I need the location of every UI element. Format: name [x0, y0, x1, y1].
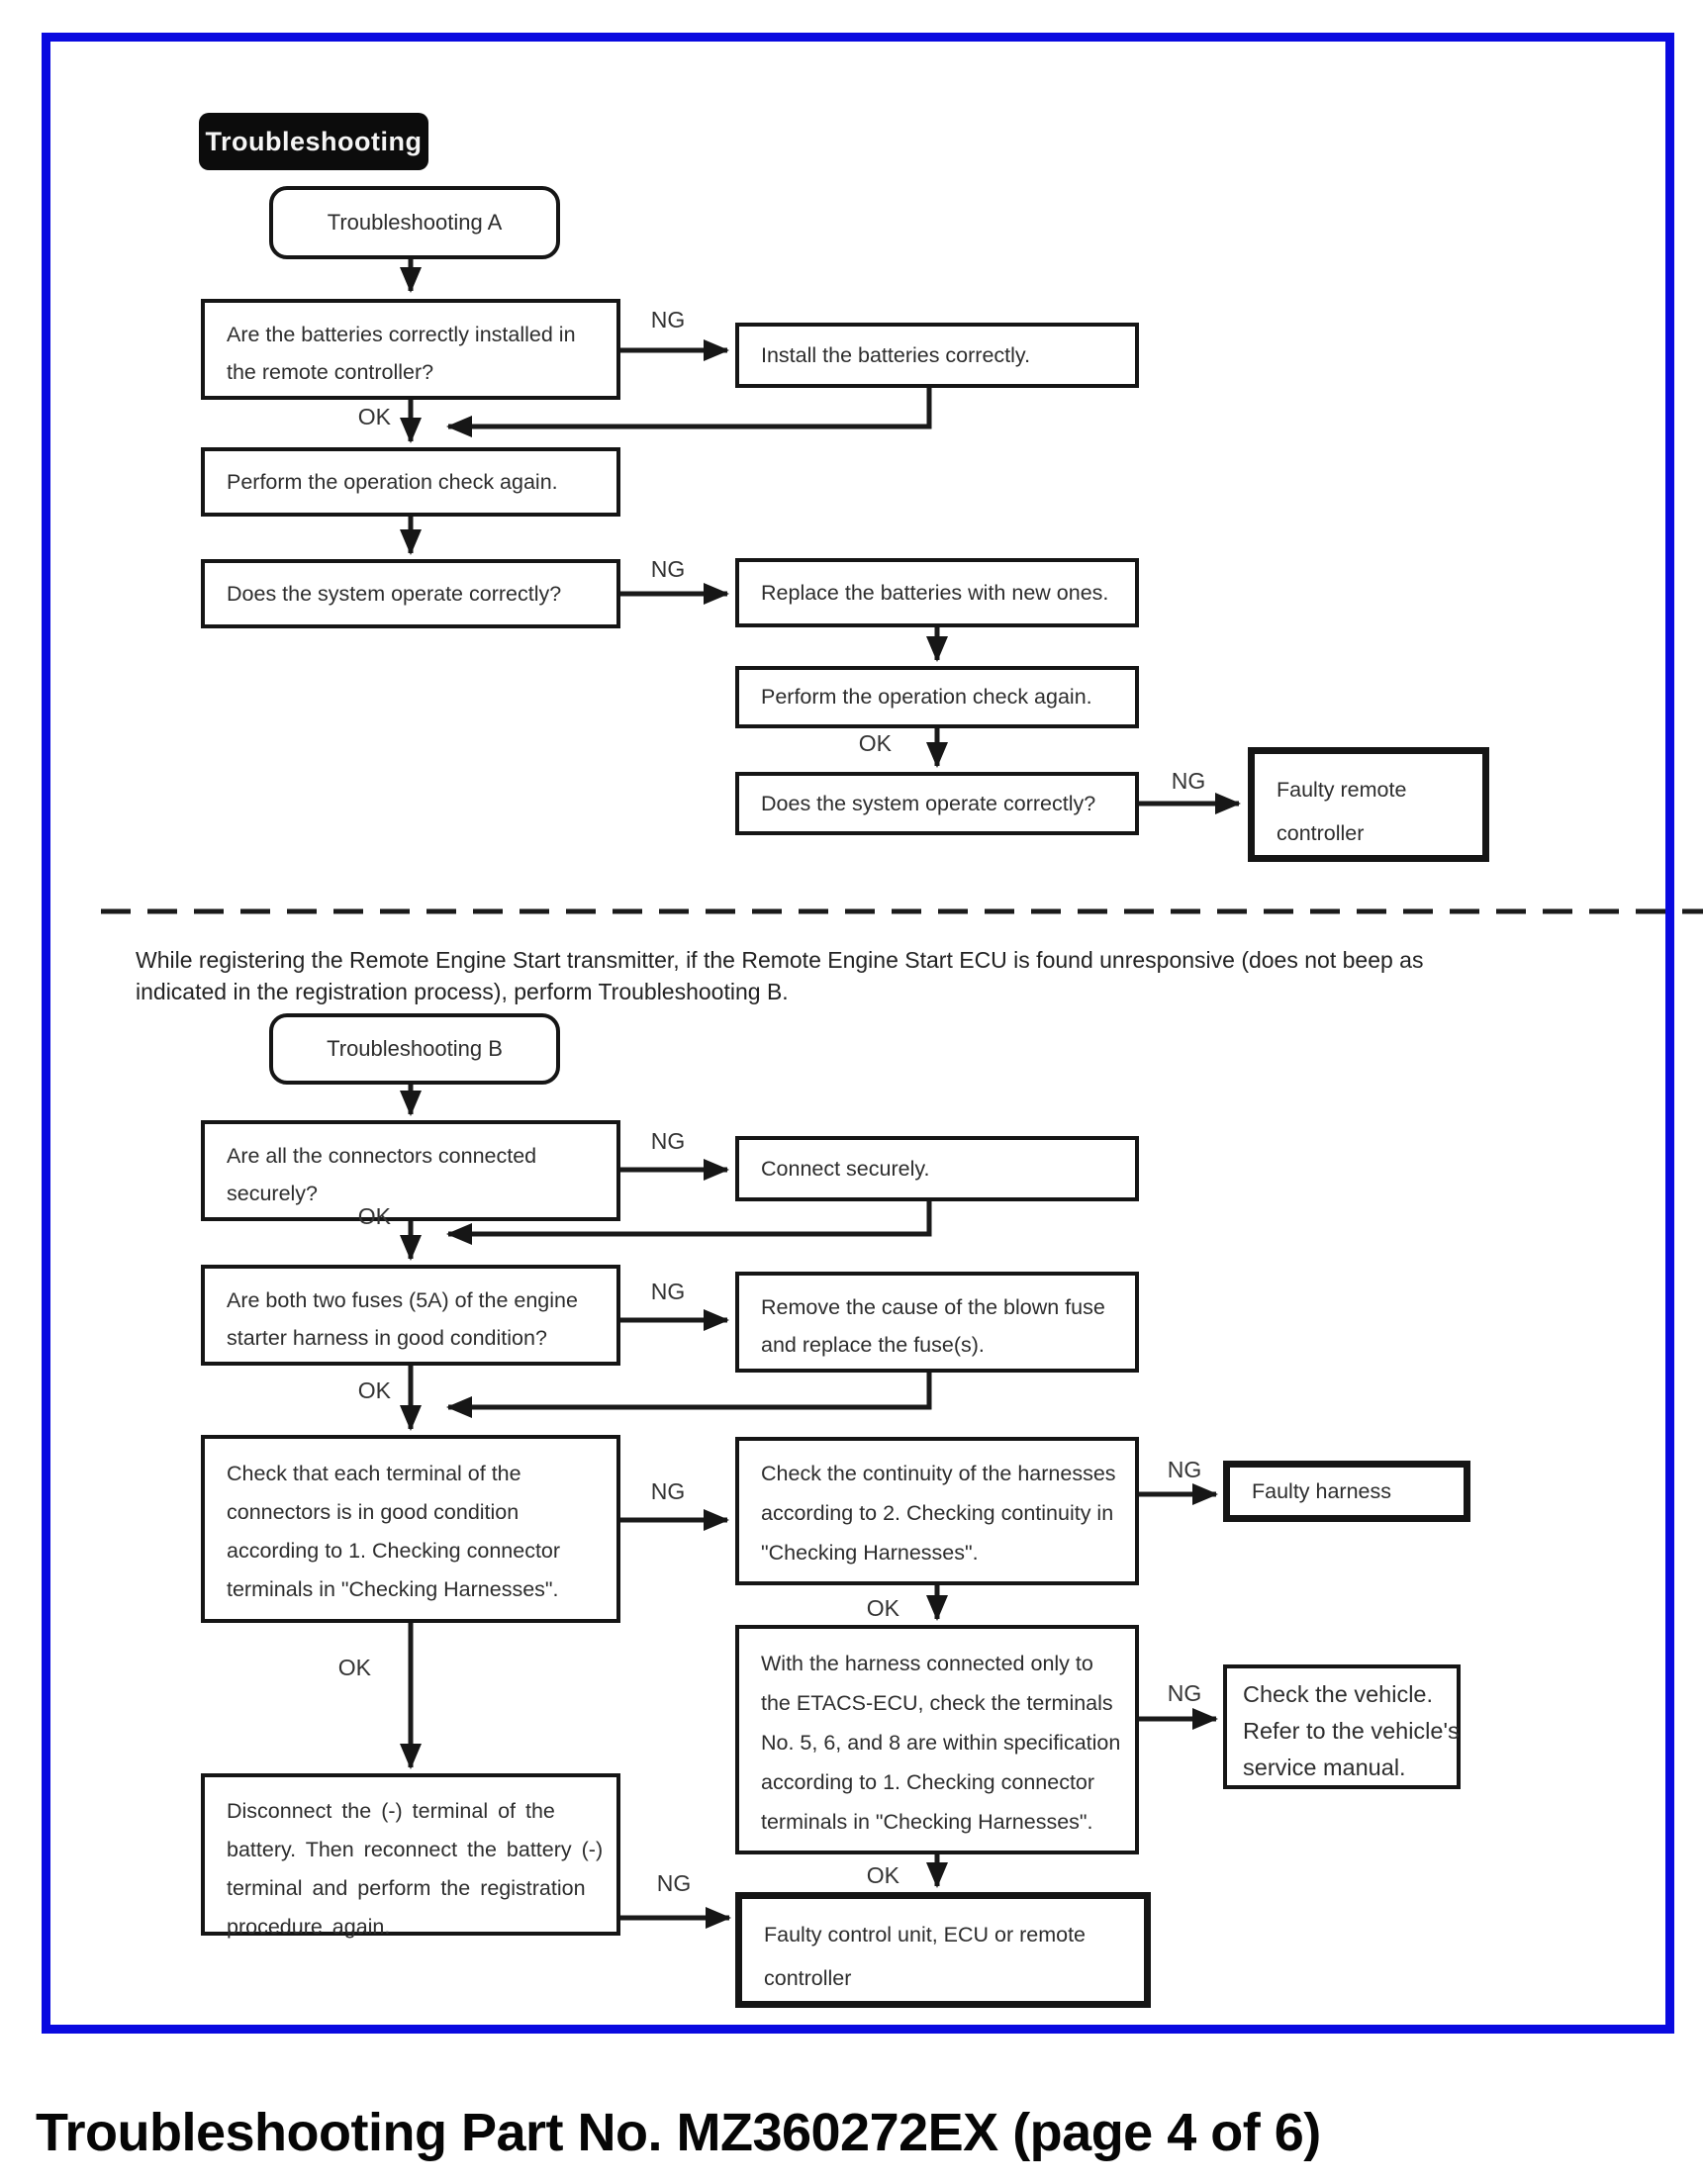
node-label: Install the batteries correctly. — [761, 342, 1031, 367]
node-result-check-vehicle: Check the vehicle. Refer to the vehicle'… — [1223, 1664, 1461, 1789]
edge-label-ng-8: NG — [1167, 1680, 1202, 1706]
troubleshooting-header-chip: Troubleshooting — [199, 113, 428, 170]
edge-label-ok-2: OK — [858, 730, 892, 756]
node-result-faulty-remote-controller: Faulty remote controller — [1248, 747, 1489, 862]
node-check-continuity: Check the continuity of the harnesses ac… — [735, 1437, 1139, 1585]
edge-label-ng-5: NG — [650, 1279, 686, 1304]
node-label: Does the system operate correctly? — [761, 791, 1096, 815]
node-line: the ETACS-ECU, check the terminals — [761, 1691, 1113, 1715]
node-question-fuses: Are both two fuses (5A) of the engine st… — [201, 1265, 620, 1366]
start-a-label: Troubleshooting A — [327, 210, 503, 235]
edge-label-ng-2: NG — [650, 556, 686, 582]
edge-label-ng-6: NG — [650, 1478, 686, 1504]
node-line: Refer to the vehicle's — [1243, 1718, 1460, 1744]
node-line: procedure again. — [227, 1915, 391, 1939]
node-line: according to 1. Checking connector — [227, 1539, 561, 1563]
edge-label-ng-3: NG — [1171, 768, 1206, 794]
page-caption: Troubleshooting Part No. MZ360272EX (pag… — [36, 2103, 1321, 2162]
edge-label-ng-9: NG — [656, 1870, 692, 1896]
node-line: controller — [764, 1966, 852, 1990]
edge-label-ok-7: OK — [866, 1862, 899, 1888]
node-line: Disconnect the (-) terminal of the — [227, 1799, 555, 1823]
node-operate-correctly-2: Does the system operate correctly? — [735, 772, 1139, 835]
node-label: Connect securely. — [761, 1156, 930, 1181]
node-line: terminals in "Checking Harnesses". — [227, 1577, 559, 1601]
start-b-label: Troubleshooting B — [327, 1036, 503, 1061]
node-etacs-terminal-check: With the harness connected only to the E… — [735, 1625, 1139, 1854]
node-line: service manual. — [1243, 1755, 1406, 1780]
node-line: Check that each terminal of the — [227, 1462, 521, 1485]
edge-label-ok-4: OK — [357, 1377, 391, 1403]
note-line: While registering the Remote Engine Star… — [136, 947, 1424, 973]
node-replace-batteries: Replace the batteries with new ones. — [735, 558, 1139, 627]
edge-label-ng-7: NG — [1167, 1457, 1202, 1482]
node-line: connectors is in good condition — [227, 1500, 520, 1524]
node-start-troubleshooting-a: Troubleshooting A — [269, 186, 560, 259]
node-line: Remove the cause of the blown fuse — [761, 1295, 1105, 1319]
node-line: Check the continuity of the harnesses — [761, 1462, 1116, 1485]
edge-label-ok-3: OK — [357, 1203, 391, 1229]
node-line: the remote controller? — [227, 360, 434, 384]
node-question-connectors: Are all the connectors connected securel… — [201, 1120, 620, 1221]
node-line: Faulty remote — [1277, 778, 1407, 802]
edge-label-ok-6: OK — [337, 1655, 371, 1680]
node-line: terminal and perform the registration — [227, 1876, 586, 1900]
node-line: Are the batteries correctly installed in — [227, 323, 576, 346]
section-b-note: While registering the Remote Engine Star… — [136, 944, 1679, 1007]
node-line: according to 1. Checking connector — [761, 1770, 1095, 1794]
node-label: Perform the operation check again. — [761, 685, 1092, 709]
node-line: controller — [1277, 821, 1365, 845]
node-label: Perform the operation check again. — [227, 469, 558, 494]
node-line: securely? — [227, 1182, 319, 1205]
node-result-faulty-control-unit: Faulty control unit, ECU or remote contr… — [735, 1892, 1151, 2008]
node-line: "Checking Harnesses". — [761, 1541, 979, 1565]
node-line: With the harness connected only to — [761, 1652, 1093, 1675]
node-check-again-1: Perform the operation check again. — [201, 447, 620, 517]
node-line: Are both two fuses (5A) of the engine — [227, 1288, 578, 1312]
node-operate-correctly-1: Does the system operate correctly? — [201, 559, 620, 628]
node-result-faulty-harness: Faulty harness — [1223, 1461, 1470, 1522]
node-line: and replace the fuse(s). — [761, 1333, 985, 1357]
node-check-connector-terminals: Check that each terminal of the connecto… — [201, 1435, 620, 1623]
node-line: Are all the connectors connected — [227, 1144, 537, 1168]
node-label: Does the system operate correctly? — [227, 581, 562, 606]
node-check-again-2: Perform the operation check again. — [735, 666, 1139, 728]
note-line: indicated in the registration process), … — [136, 979, 789, 1004]
node-install-batteries: Install the batteries correctly. — [735, 323, 1139, 388]
node-line: terminals in "Checking Harnesses". — [761, 1810, 1093, 1834]
node-line: according to 2. Checking continuity in — [761, 1501, 1114, 1525]
edge-label-ng-4: NG — [650, 1128, 686, 1154]
node-line: Check the vehicle. — [1243, 1681, 1434, 1707]
flowchart-frame: Troubleshooting Troubleshooting A Are th… — [42, 33, 1703, 2034]
node-line: No. 5, 6, and 8 are within specification — [761, 1731, 1121, 1755]
node-connect-securely: Connect securely. — [735, 1136, 1139, 1201]
node-question-batteries-installed: Are the batteries correctly installed in… — [201, 299, 620, 400]
node-battery-reset-procedure: Disconnect the (-) terminal of the batte… — [201, 1773, 620, 1939]
node-label: Replace the batteries with new ones. — [761, 580, 1109, 605]
node-line: Faulty control unit, ECU or remote — [764, 1923, 1087, 1947]
node-label: Faulty harness — [1252, 1478, 1392, 1503]
edge-label-ok-1: OK — [357, 404, 391, 429]
edge-label-ok-5: OK — [866, 1595, 899, 1621]
troubleshooting-header-label: Troubleshooting — [205, 126, 423, 156]
node-remove-blown-fuse: Remove the cause of the blown fuse and r… — [735, 1272, 1139, 1373]
node-start-troubleshooting-b: Troubleshooting B — [269, 1013, 560, 1085]
node-line: starter harness in good condition? — [227, 1326, 547, 1350]
edge-label-ng-1: NG — [650, 307, 686, 332]
node-line: battery. Then reconnect the battery (-) — [227, 1838, 604, 1861]
edge-return-fuse-fix-to-mainline — [446, 1373, 932, 1418]
